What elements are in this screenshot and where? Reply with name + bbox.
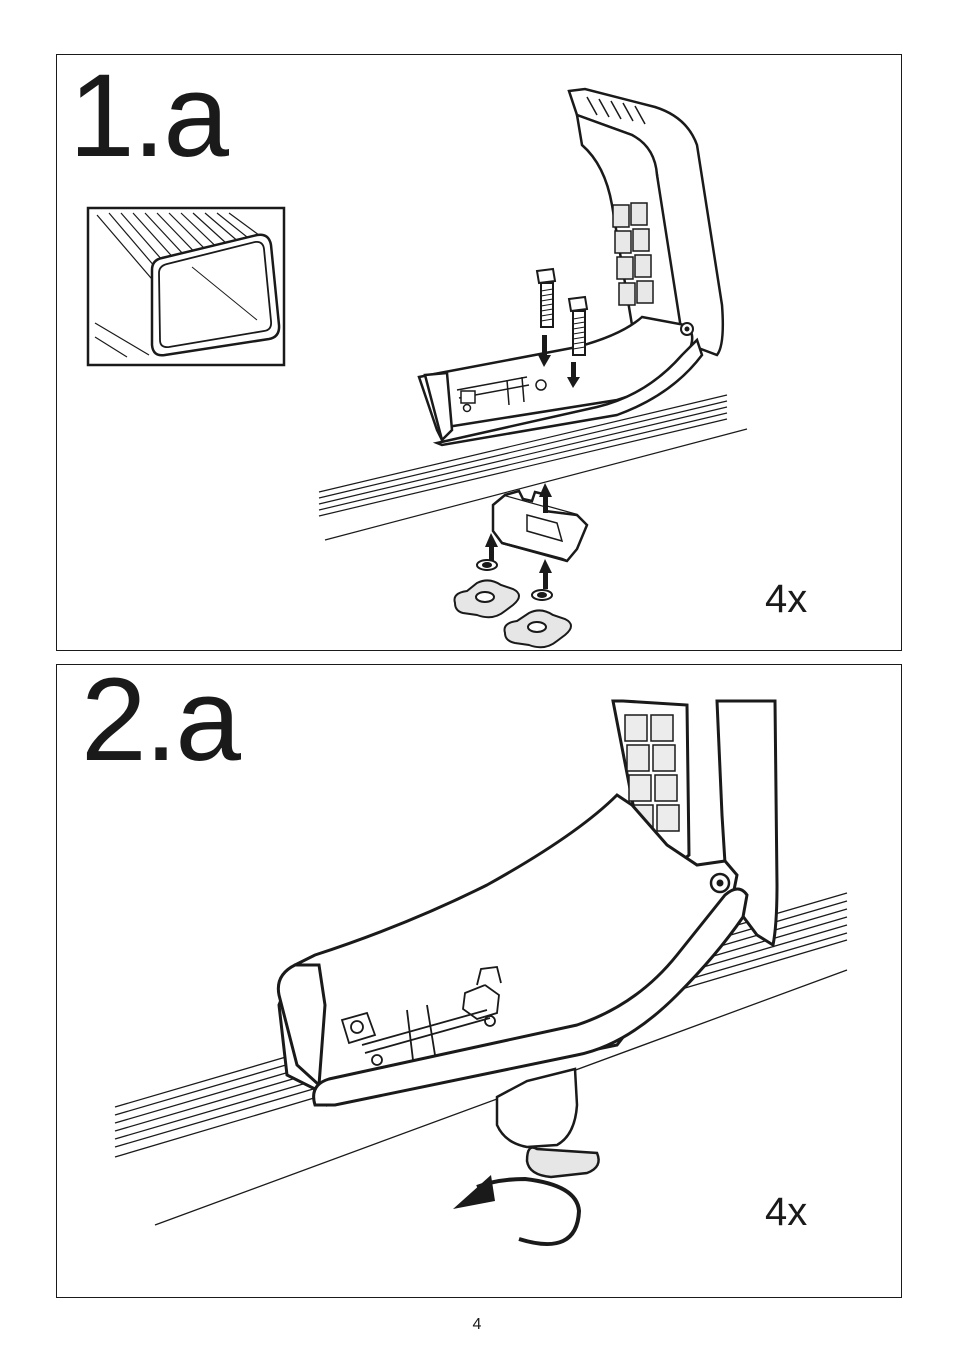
step-panel-1a: 1.a xyxy=(56,54,902,651)
page-number: 4 xyxy=(0,1316,954,1334)
roof-bar-profile-inset xyxy=(88,208,284,365)
tension-post xyxy=(497,1069,599,1177)
foot-lower-tray xyxy=(419,317,702,445)
quantity-label: 4x xyxy=(765,579,807,619)
bolt-1 xyxy=(537,269,555,327)
step-panel-2a: 2.a xyxy=(56,664,902,1298)
quantity-label: 4x xyxy=(765,1192,807,1232)
knob-icon xyxy=(455,580,572,647)
step-1a-illustration xyxy=(57,55,902,651)
counterclockwise-arrow-icon xyxy=(453,1175,579,1244)
bolt-2 xyxy=(569,297,587,355)
clamp-block xyxy=(493,491,587,561)
